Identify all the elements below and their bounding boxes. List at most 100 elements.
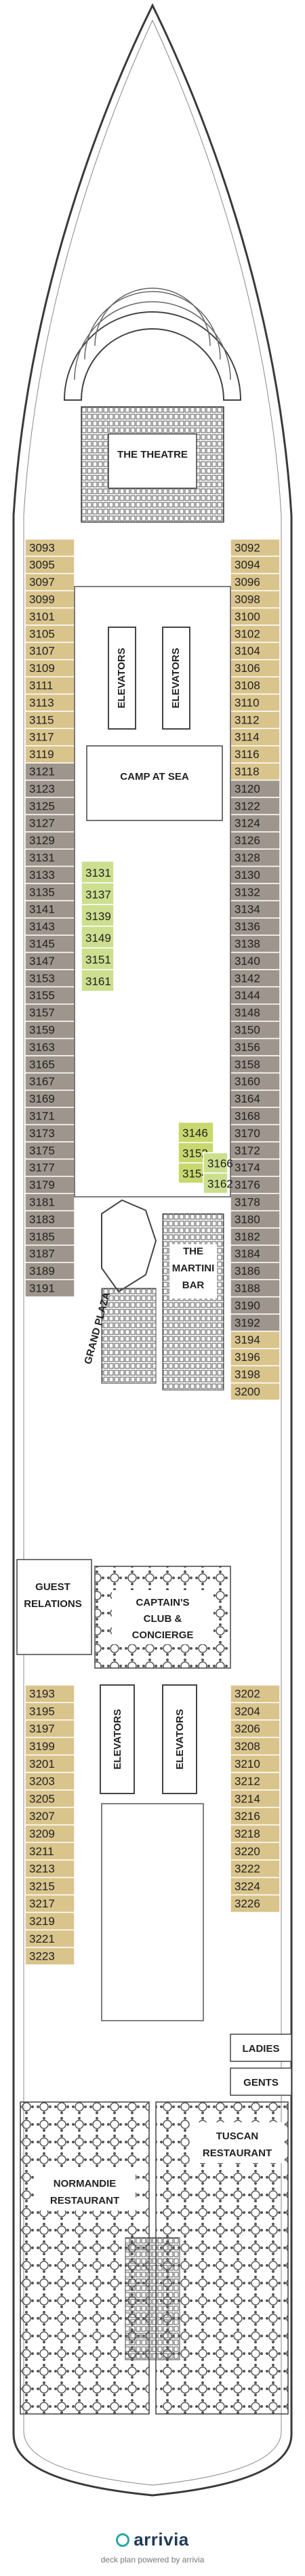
cabin-3226[interactable] [230,1894,281,1914]
cabin-3170[interactable] [230,1124,281,1143]
cabin-3179[interactable] [24,1176,75,1194]
tuscan-label-2: RESTAURANT [203,2147,272,2159]
cabin-label-3119: 3119 [29,748,54,761]
cabin-3208[interactable] [230,1737,281,1756]
cabin-3132[interactable] [230,883,281,902]
cabin-3211[interactable] [24,1842,75,1861]
cabin-3116[interactable] [230,745,281,764]
cabin-label-3124: 3124 [235,817,260,830]
cabin-3125[interactable] [24,797,75,816]
cabin-3129[interactable] [24,831,75,850]
cabin-3114[interactable] [230,728,281,747]
cabin-3217[interactable] [24,1894,75,1914]
cabin-label-3132: 3132 [235,886,260,898]
cabin-3200[interactable] [230,1382,281,1401]
cabin-3178[interactable] [230,1193,281,1212]
cabin-3119[interactable] [24,745,75,764]
cabin-3161[interactable] [81,969,115,992]
cabin-3109[interactable] [24,659,75,677]
cabin-3150[interactable] [230,1021,281,1039]
cabin-3098[interactable] [230,590,281,609]
cabin-label-3176: 3176 [235,1178,260,1191]
cabin-3130[interactable] [230,865,281,884]
cabin-3134[interactable] [230,900,281,919]
cabin-3131[interactable] [81,860,115,884]
cabin-3131[interactable] [24,848,75,867]
cabin-3140[interactable] [230,951,281,970]
cabin-3183[interactable] [24,1210,75,1229]
cabin-label-3106: 3106 [235,662,260,675]
cabin-3092[interactable] [230,538,281,557]
cabin-3201[interactable] [24,1754,75,1773]
cabin-3209[interactable] [24,1824,75,1843]
cabin-label-3138: 3138 [235,937,260,950]
cabin-3196[interactable] [230,1348,281,1366]
cabin-3187[interactable] [24,1244,75,1263]
cabin-3144[interactable] [230,986,281,1005]
cabin-label-3130: 3130 [235,869,260,881]
cabin-3207[interactable] [24,1806,75,1826]
cabin-3186[interactable] [230,1262,281,1280]
cabin-3212[interactable] [230,1772,281,1791]
cabin-3151[interactable] [81,947,115,970]
cabin-3155[interactable] [24,986,75,1005]
cabin-3182[interactable] [230,1227,281,1246]
cabin-label-3099: 3099 [29,593,55,606]
cabin-3203[interactable] [24,1772,75,1791]
cabin-3190[interactable] [230,1296,281,1315]
cabin-label-3183: 3183 [29,1213,55,1226]
cabin-3096[interactable] [230,573,281,591]
cabin-3192[interactable] [230,1313,281,1332]
cabin-3095[interactable] [24,555,75,574]
cabin-3180[interactable] [230,1210,281,1229]
cabin-3204[interactable] [230,1702,281,1721]
cabin-3191[interactable] [24,1279,75,1298]
captains-club-label-1: CAPTAIN'S [136,1597,189,1608]
cabin-3173[interactable] [24,1124,75,1143]
tuscan-label-1: TUSCAN [216,2131,259,2142]
cabin-3162[interactable] [203,1172,228,1194]
cabin-3110[interactable] [230,693,281,712]
cabin-3188[interactable] [230,1279,281,1298]
cabin-3093[interactable] [24,538,75,557]
cabin-3194[interactable] [230,1330,281,1349]
cabin-label-3211: 3211 [29,1845,54,1858]
cabin-3149[interactable] [81,926,115,949]
cabin-label-3168: 3168 [235,1109,260,1122]
gents-label: GENTS [243,2077,279,2088]
cabin-3099[interactable] [24,590,75,609]
cabin-3206[interactable] [230,1719,281,1739]
cabin-label-3150: 3150 [235,1023,260,1036]
cabin-3153[interactable] [24,969,75,988]
central-atrium-forward [74,586,231,1197]
cabin-3197[interactable] [24,1719,75,1739]
cabin-3117[interactable] [24,728,75,747]
cabin-3137[interactable] [81,882,115,905]
elevator-bank-aft-2 [162,1684,197,1794]
cabin-3198[interactable] [230,1365,281,1384]
cabin-3156[interactable] [230,1037,281,1056]
cabin-3210[interactable] [230,1754,281,1773]
martini-label-2: MARTINI [172,1263,215,1274]
cabin-3094[interactable] [230,555,281,574]
cabin-3136[interactable] [230,917,281,936]
cabin-3146[interactable] [178,1122,214,1143]
cabin-3160[interactable] [230,1072,281,1091]
ladies-label: LADIES [242,2043,279,2055]
cabin-3189[interactable] [24,1262,75,1280]
cabin-3195[interactable] [24,1702,75,1721]
cabin-3147[interactable] [24,951,75,970]
cabin-3205[interactable] [24,1789,75,1808]
cabin-3223[interactable] [24,1947,75,1966]
cabin-label-3182: 3182 [235,1230,260,1243]
cabin-3143[interactable] [24,917,75,936]
cabin-3181[interactable] [24,1193,75,1212]
cabin-3097[interactable] [24,573,75,591]
cabin-label-3112: 3112 [235,713,260,726]
cabin-3124[interactable] [230,814,281,833]
cabin-3193[interactable] [24,1684,75,1703]
cabin-label-3151: 3151 [85,953,111,966]
footer-credit: deck plan powered by arrivia [100,2555,205,2564]
cabin-3166[interactable] [203,1152,228,1174]
cabin-3164[interactable] [230,1090,281,1108]
